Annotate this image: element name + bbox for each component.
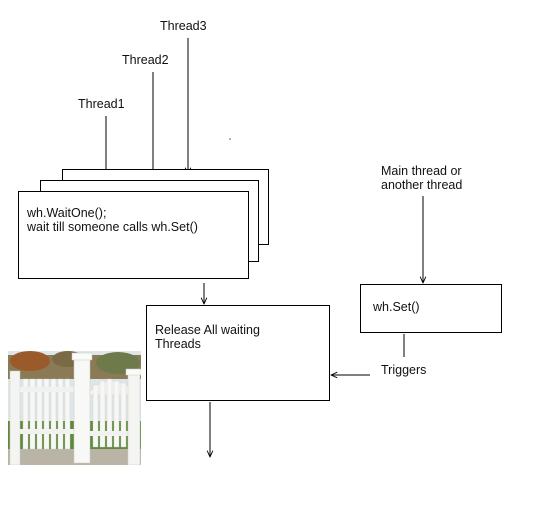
- set-box-label: wh.Set(): [373, 300, 420, 314]
- fence-image: [8, 351, 141, 465]
- main-thread-label-line1: Main thread or: [381, 164, 462, 178]
- release-box-line2: Threads: [155, 337, 201, 351]
- main-thread-label-line2: another thread: [381, 178, 463, 192]
- thread3-label: Thread3: [160, 19, 207, 33]
- release-box: Release All waiting Threads: [146, 305, 330, 401]
- wait-box-front: wh.WaitOne(); wait till someone calls wh…: [18, 191, 249, 279]
- release-box-line1: Release All waiting: [155, 323, 260, 337]
- thread1-label: Thread1: [78, 97, 125, 111]
- wait-box-line2: wait till someone calls wh.Set(): [27, 220, 198, 234]
- stray-dot: [229, 138, 231, 140]
- set-box: wh.Set(): [360, 284, 502, 333]
- thread2-label: Thread2: [122, 53, 169, 67]
- triggers-label: Triggers: [381, 363, 427, 377]
- wait-box-line1: wh.WaitOne();: [27, 206, 107, 220]
